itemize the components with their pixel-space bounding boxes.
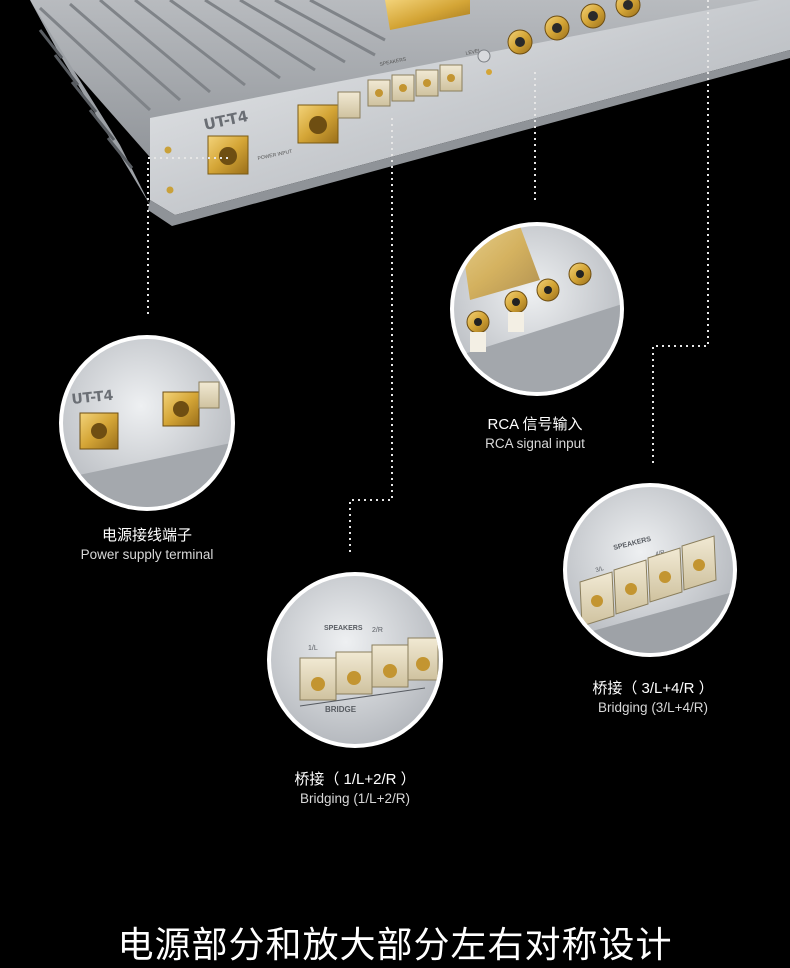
amplifier-body: UT-T4 POWER INPUT SPEAKERS LEVEL bbox=[30, 0, 790, 226]
caption-power: 电源接线端子 Power supply terminal bbox=[47, 526, 247, 564]
section-heading: 电源部分和放大部分左右对称设计 bbox=[117, 925, 673, 966]
zoom-ch2-label: 2/R bbox=[372, 627, 383, 634]
speakers-label: SPEAKERS bbox=[379, 56, 407, 68]
caption-bridge-left: 桥接（ 1/L+2/R ） Bridging (1/L+2/R) bbox=[255, 770, 455, 808]
caption-rca: RCA 信号输入 RCA signal input bbox=[435, 415, 635, 453]
connector-bridge-left bbox=[349, 118, 393, 552]
zoom-rca-jacks bbox=[466, 262, 592, 352]
caption-bridge-right: 桥接（ 3/L+4/R ） Bridging (3/L+4/R) bbox=[553, 679, 753, 717]
zoom-circle-bridge-left: SPEAKERS 1/L 2/R BRIDGE bbox=[267, 572, 443, 748]
caption-power-en: Power supply terminal bbox=[80, 547, 214, 562]
caption-bridge-right-en: Bridging (3/L+4/R) bbox=[598, 700, 708, 715]
caption-bridge-right-zh: 桥接（ 3/L+4/R ） bbox=[592, 680, 714, 697]
caption-rca-en: RCA signal input bbox=[485, 436, 585, 451]
heatsink-fins bbox=[38, 0, 386, 112]
caption-rca-zh: RCA 信号输入 bbox=[487, 416, 583, 433]
caption-power-zh: 电源接线端子 bbox=[101, 527, 192, 544]
zoom-circle-rca bbox=[450, 222, 624, 396]
connector-power bbox=[147, 157, 228, 318]
dotted-connectors bbox=[147, 0, 709, 552]
rca-jacks bbox=[507, 0, 641, 55]
zoom-circle-power: UT-T4 bbox=[59, 335, 235, 511]
connector-bridge-right bbox=[652, 0, 709, 466]
zoom-circle-bridge-right: SPEAKERS 3/L 4/R bbox=[563, 483, 737, 657]
zoom-model-label: UT-T4 bbox=[71, 388, 115, 408]
zoom-bridge-label: BRIDGE bbox=[325, 705, 357, 714]
zoom-bridge-terminals bbox=[299, 637, 439, 701]
side-vents bbox=[38, 29, 134, 169]
power-terminal: POWER INPUT bbox=[207, 91, 361, 175]
screw-icon bbox=[164, 146, 172, 154]
speaker-terminals: SPEAKERS LEVEL bbox=[367, 48, 482, 107]
level-label: LEVEL bbox=[465, 48, 482, 57]
level-knob bbox=[477, 49, 491, 63]
zoom2-ch3-label: 3/L bbox=[595, 566, 605, 574]
zoom-ch1-label: 1/L bbox=[308, 645, 318, 652]
zoom2-bridge-terminals bbox=[579, 535, 717, 627]
zoom-speakers-label: SPEAKERS bbox=[324, 625, 363, 632]
screw-icon bbox=[166, 186, 174, 194]
caption-bridge-left-zh: 桥接（ 1/L+2/R ） bbox=[294, 771, 416, 788]
logo-plate bbox=[385, 0, 470, 30]
caption-bridge-left-en: Bridging (1/L+2/R) bbox=[300, 791, 410, 806]
